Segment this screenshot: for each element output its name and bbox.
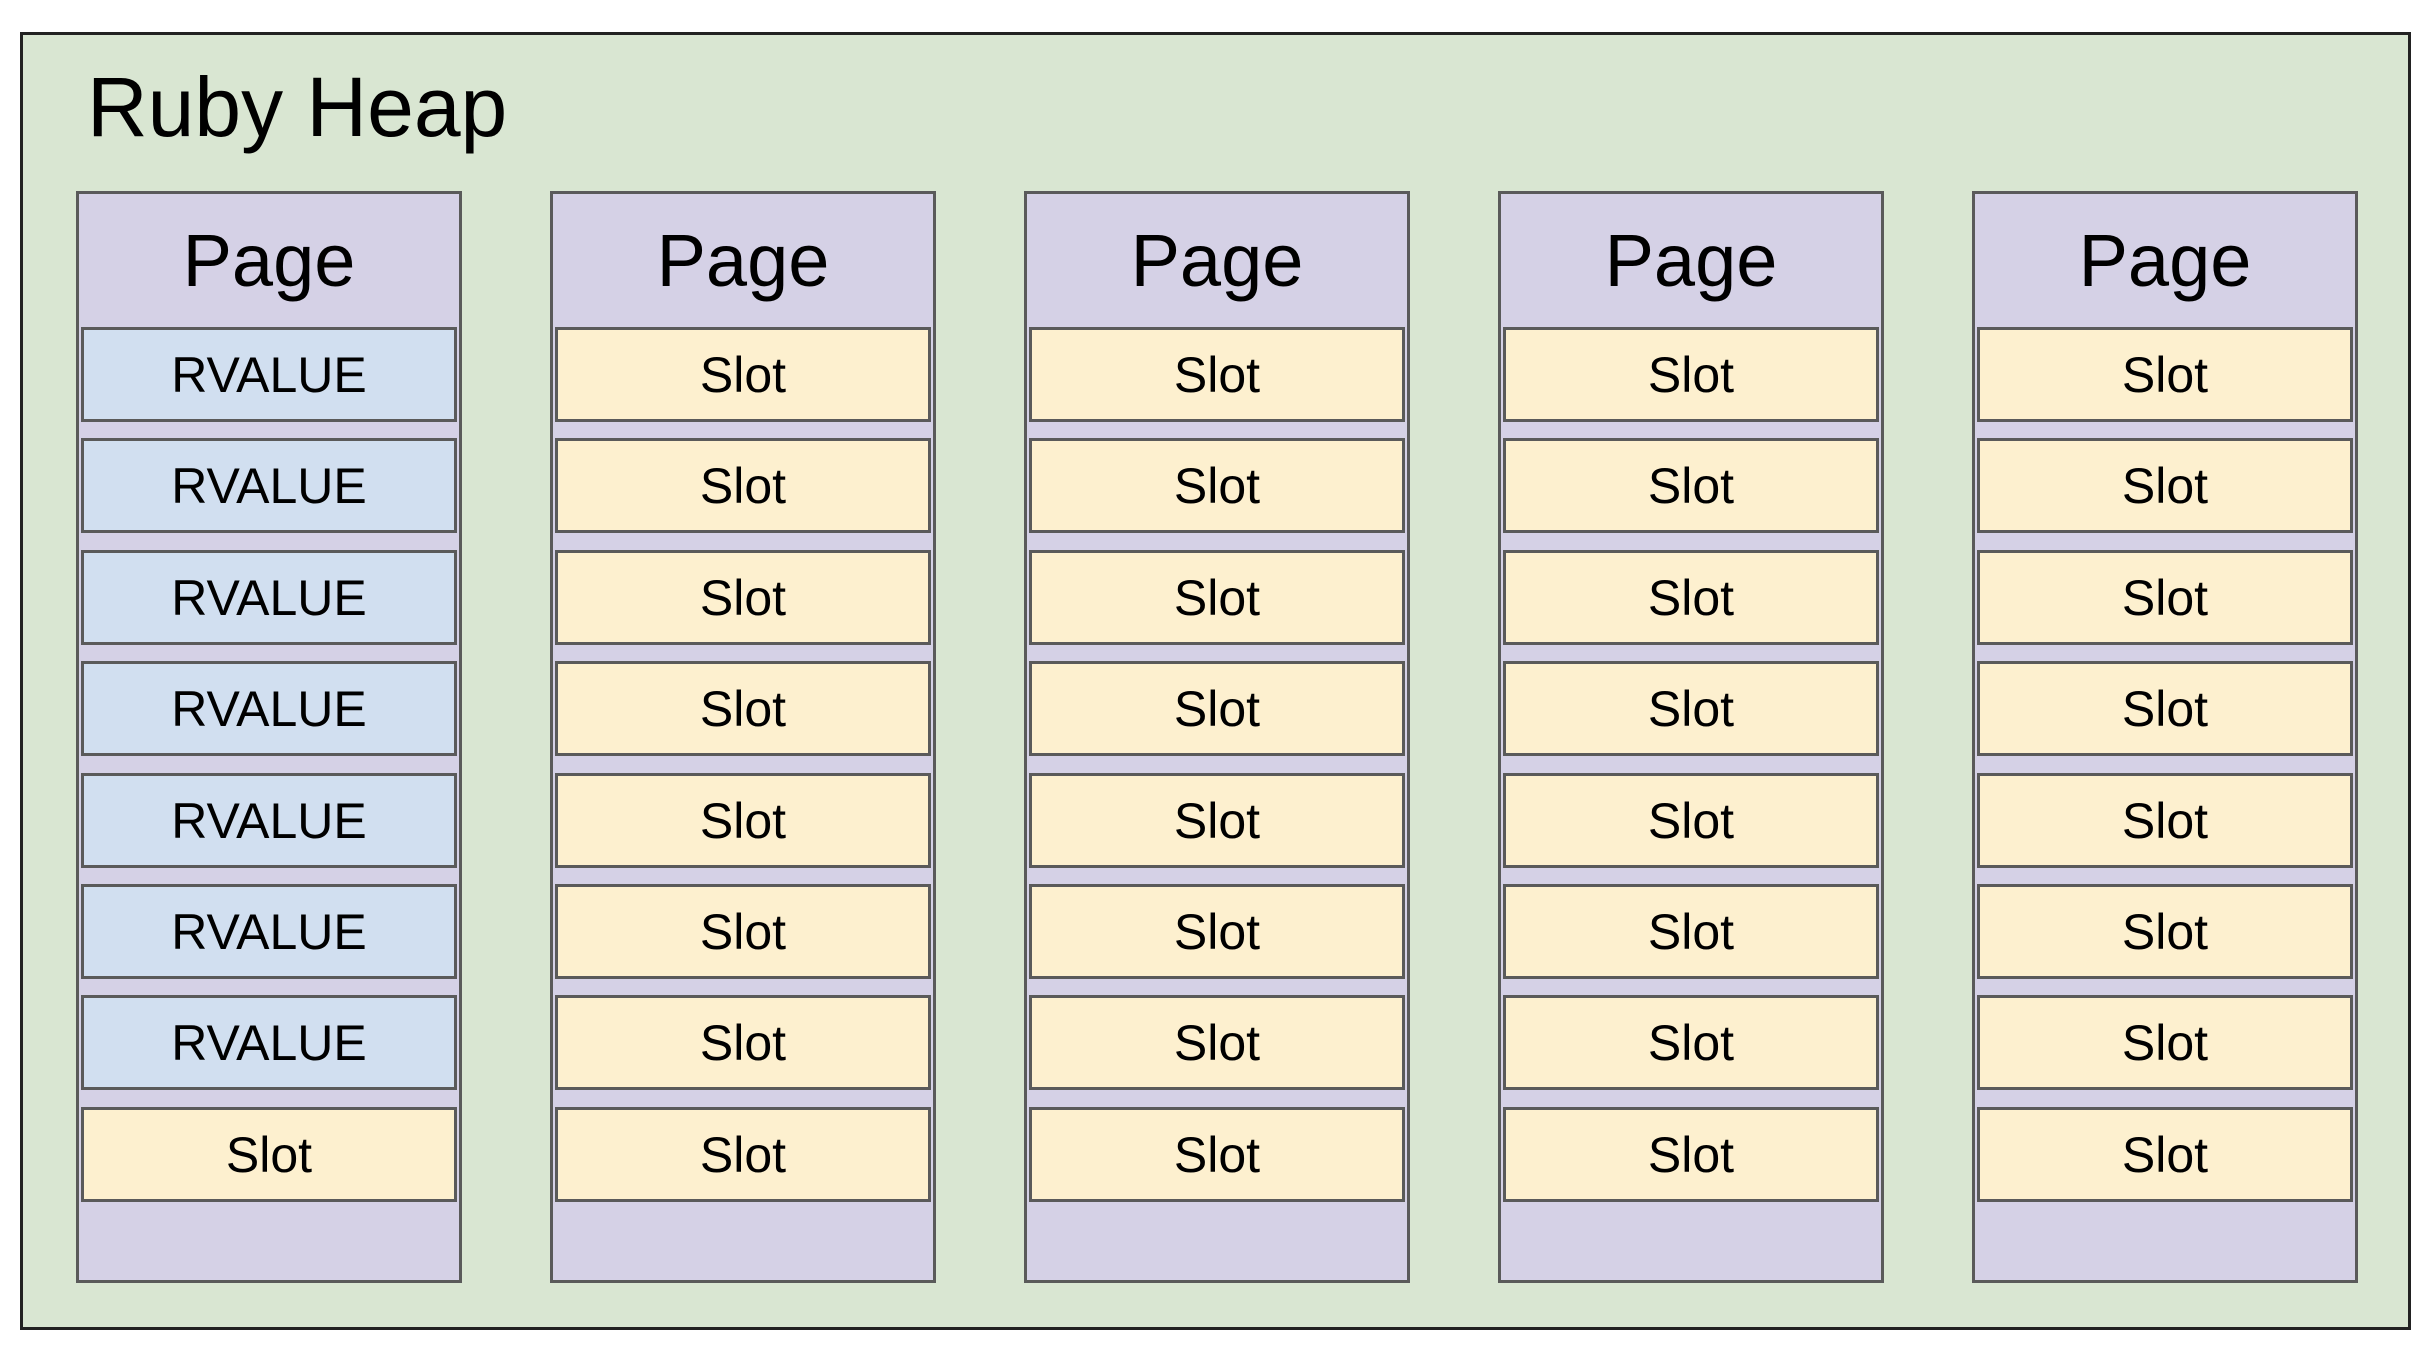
slot-cell: Slot (1977, 661, 2353, 756)
slot-cell: Slot (1977, 327, 2353, 422)
rvalue-cell: RVALUE (81, 327, 457, 422)
slot-cell: Slot (1503, 438, 1879, 533)
slot-cell: Slot (555, 995, 931, 1090)
slot-cell: Slot (1503, 661, 1879, 756)
slot-cell: Slot (555, 550, 931, 645)
slot-cell: Slot (1029, 995, 1405, 1090)
slot-cell: Slot (1503, 327, 1879, 422)
slot-cell: Slot (1503, 884, 1879, 979)
slot-cell: Slot (1503, 1107, 1879, 1202)
slot-cell: Slot (555, 438, 931, 533)
rvalue-cell: RVALUE (81, 550, 457, 645)
slot-cell: Slot (555, 884, 931, 979)
slot-cell: Slot (1503, 995, 1879, 1090)
slot-cell: Slot (1029, 661, 1405, 756)
rvalue-cell: RVALUE (81, 773, 457, 868)
page-title: Page (2078, 219, 2252, 302)
heap-title: Ruby Heap (87, 60, 508, 154)
slot-cell: Slot (81, 1107, 457, 1202)
slot-cell: Slot (1977, 438, 2353, 533)
slot-cell: Slot (1029, 550, 1405, 645)
slot-cell: Slot (1029, 1107, 1405, 1202)
slot-cell: Slot (1029, 884, 1405, 979)
slot-cell: Slot (1029, 773, 1405, 868)
page-title: Page (1130, 219, 1304, 302)
slot-cell: Slot (555, 661, 931, 756)
slot-cell: Slot (555, 773, 931, 868)
slot-cell: Slot (1503, 550, 1879, 645)
rvalue-cell: RVALUE (81, 438, 457, 533)
rvalue-cell: RVALUE (81, 884, 457, 979)
slot-cell: Slot (1977, 884, 2353, 979)
slot-cell: Slot (555, 1107, 931, 1202)
page-title: Page (1604, 219, 1778, 302)
slot-cell: Slot (1977, 550, 2353, 645)
slot-cell: Slot (1503, 773, 1879, 868)
page-title: Page (656, 219, 830, 302)
slot-cell: Slot (1029, 327, 1405, 422)
rvalue-cell: RVALUE (81, 995, 457, 1090)
page-title: Page (182, 219, 356, 302)
slot-cell: Slot (1977, 773, 2353, 868)
slot-cell: Slot (555, 327, 931, 422)
rvalue-cell: RVALUE (81, 661, 457, 756)
slot-cell: Slot (1029, 438, 1405, 533)
slot-cell: Slot (1977, 995, 2353, 1090)
slot-cell: Slot (1977, 1107, 2353, 1202)
